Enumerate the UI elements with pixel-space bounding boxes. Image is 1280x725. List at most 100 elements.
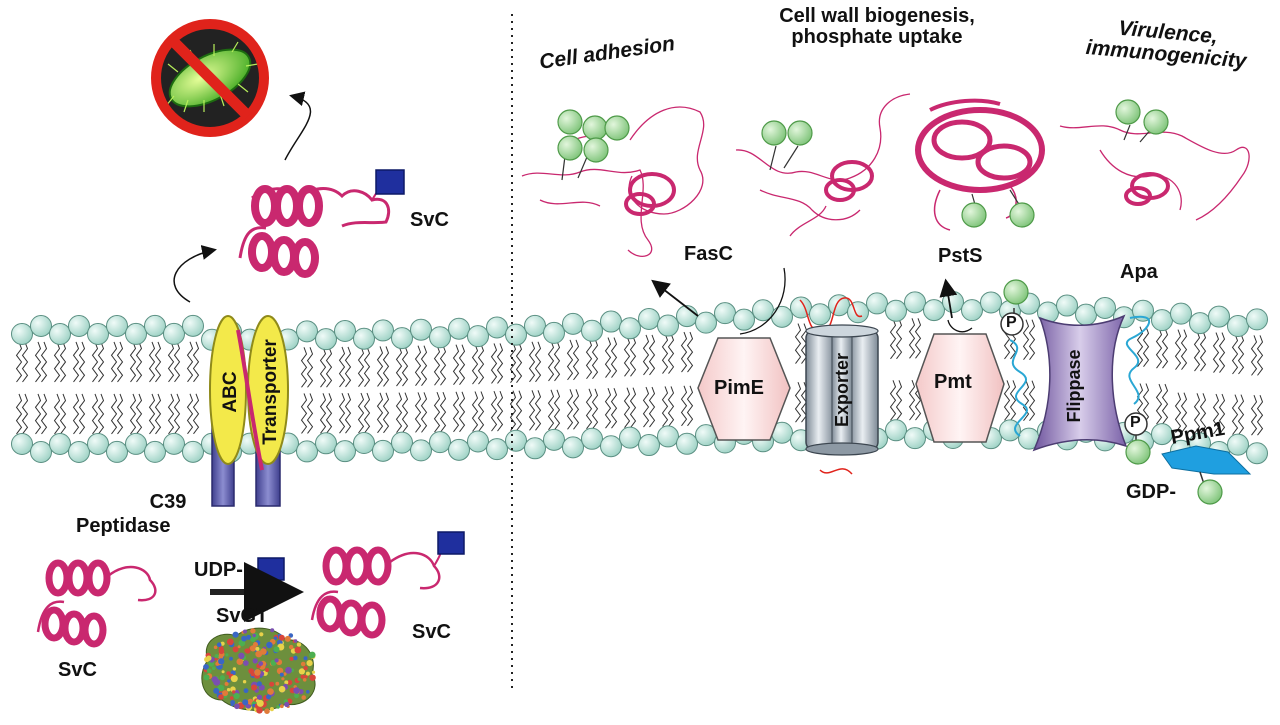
enzyme-atom [284, 635, 291, 642]
lipid-tail [325, 393, 333, 434]
lipid-tail [192, 393, 200, 435]
enzyme-atom [234, 703, 240, 710]
enzyme-atom [242, 699, 249, 706]
enzyme-atom [225, 653, 229, 657]
enzyme-atom [273, 646, 280, 653]
lipid-head [619, 317, 641, 340]
lipid-tail [572, 389, 580, 430]
lipid-tail [642, 386, 650, 428]
c39-label: C39 [149, 491, 187, 513]
lipid-tail [534, 341, 542, 383]
lipid-tail [1199, 393, 1207, 434]
enzyme-atom [236, 658, 244, 665]
lipid-tail [21, 393, 29, 435]
apa-label: Apa [1120, 261, 1158, 283]
sugar-on-phosphate-top [1003, 279, 1029, 305]
lipid-head [1151, 309, 1173, 332]
enzyme-atom [232, 690, 236, 694]
enzyme-atom [242, 680, 247, 684]
lipid-tail [1193, 393, 1201, 434]
lipid-tail [167, 393, 175, 435]
lipid-tail [528, 390, 536, 431]
phosphate-circle-top [1000, 312, 1024, 336]
lipid-tail [889, 318, 897, 360]
lipid-head [961, 299, 983, 322]
enzyme-atom [245, 648, 251, 654]
lipid-tail [1218, 332, 1226, 373]
lipid-head [49, 322, 71, 345]
lipid-tail [78, 393, 86, 435]
lipid-tail [148, 393, 156, 435]
enzyme-atom [269, 681, 275, 687]
lipid-head [125, 322, 147, 345]
psts-protein-structure [915, 98, 1045, 231]
lipid-tail [97, 393, 105, 435]
enzyme-atom [238, 639, 246, 647]
lipid-head [600, 435, 622, 458]
lipid-head [866, 292, 888, 315]
enzyme-atom [238, 652, 245, 659]
lipid-head [11, 432, 33, 455]
lipid-tail [363, 346, 371, 388]
lipid-head [49, 432, 71, 455]
svc-bottom-right-label: SvC [412, 621, 451, 643]
enzyme-atom [227, 679, 231, 683]
lipid-tail [300, 393, 308, 434]
enzyme-atom [304, 674, 308, 679]
lipid-tail [97, 341, 105, 383]
enzyme-atom [275, 681, 280, 686]
sugar-cluster-apa [1115, 99, 1169, 143]
lipid-tail [357, 392, 365, 434]
svc-bottom-left-label: SvC [58, 659, 97, 681]
lipid-tail [547, 389, 555, 431]
lipid-tail [661, 386, 669, 427]
lipid-tail [420, 392, 428, 433]
lipid-head [391, 327, 413, 350]
lipid-tail [585, 338, 593, 380]
lipid-head [11, 322, 33, 345]
lipid-tail [1003, 380, 1011, 421]
lipid-head [942, 291, 964, 314]
enzyme-atom [270, 628, 275, 633]
lipid-head [486, 438, 508, 461]
lipid-tail [648, 334, 656, 376]
enzyme-atom [252, 633, 256, 638]
lipid-tail [1256, 335, 1264, 376]
lipid-tail [623, 336, 631, 377]
psts-tether [947, 319, 973, 333]
lipid-tail [300, 347, 308, 388]
lipid-tail [452, 344, 460, 386]
enzyme-atom [252, 658, 258, 664]
lipid-tail [515, 342, 523, 383]
lipid-tail [401, 392, 409, 433]
lipid-head [923, 299, 945, 322]
enzyme-atom [250, 636, 256, 643]
enzyme-atom [269, 707, 274, 712]
lipid-tail [1028, 380, 1036, 421]
lipid-head [30, 440, 52, 463]
enzyme-atom [243, 660, 249, 666]
lipid-head [182, 314, 204, 337]
svc-bottom-right-protein [310, 546, 442, 639]
no-bacteria-icon [151, 19, 269, 137]
enzyme-atom [284, 680, 289, 685]
lipid-tail [686, 331, 694, 373]
lipid-tail [1231, 394, 1239, 435]
lipid-tail [319, 393, 327, 434]
lipid-tail [610, 337, 618, 378]
lipid-tail [1237, 333, 1245, 375]
lipid-tail [192, 341, 200, 383]
arrow-to-psts [939, 278, 958, 319]
enzyme-atom [230, 702, 234, 707]
enzyme-atom [284, 683, 288, 687]
lipid-head [562, 436, 584, 459]
lipid-tail [667, 386, 675, 427]
enzyme-atom [232, 667, 237, 671]
enzyme-atom [278, 634, 285, 641]
lipid-tail [477, 391, 485, 432]
enzyme-atom [219, 675, 225, 681]
lipid-tail [509, 390, 517, 432]
lipid-tail [40, 393, 48, 435]
